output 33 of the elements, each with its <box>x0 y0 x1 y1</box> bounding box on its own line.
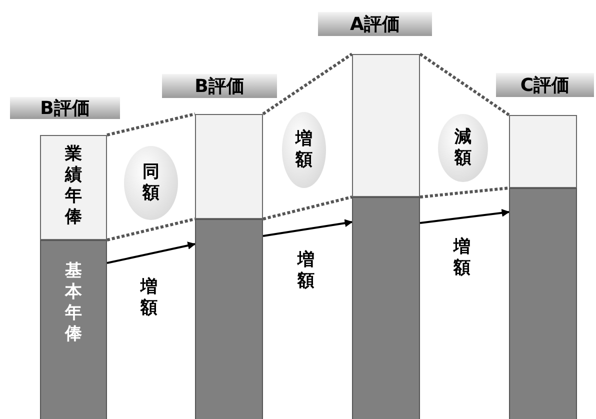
dotted-guide-line <box>106 112 196 136</box>
rating-banner <box>318 12 432 36</box>
bar-segment <box>509 115 577 188</box>
rating-banner <box>162 74 277 98</box>
bar-segment <box>195 114 263 219</box>
badge-text: 同額 <box>142 162 160 204</box>
rating-banner <box>10 97 120 119</box>
segment-label: 基本年俸 <box>64 261 82 345</box>
arrow <box>262 219 353 237</box>
rating-banner <box>496 73 594 97</box>
rating-label: B評価 <box>194 75 244 98</box>
badge-text: 減額 <box>454 127 472 169</box>
arrow <box>420 208 510 224</box>
dotted-guide-line <box>420 186 510 198</box>
bar-segment <box>40 135 107 240</box>
dotted-guide-line <box>262 52 353 116</box>
segment-label: 業績年俸 <box>64 144 82 228</box>
edge-label: 増額 <box>453 237 471 279</box>
bar-segment <box>352 54 420 197</box>
bar-segment <box>352 197 420 419</box>
rating-label: A評価 <box>350 13 400 36</box>
badge-text: 増額 <box>295 129 313 171</box>
bar-segment <box>40 240 107 419</box>
edge-label: 増額 <box>140 277 158 319</box>
rating-label: C評価 <box>520 74 570 97</box>
arrow <box>106 242 196 264</box>
rating-label: B評価 <box>40 97 90 120</box>
dotted-guide-line <box>106 218 196 242</box>
bar-segment <box>509 188 577 419</box>
bar-segment <box>195 219 263 419</box>
dotted-guide-line <box>262 196 352 220</box>
dotted-guide-line <box>419 52 510 116</box>
edge-label: 増額 <box>297 250 315 292</box>
